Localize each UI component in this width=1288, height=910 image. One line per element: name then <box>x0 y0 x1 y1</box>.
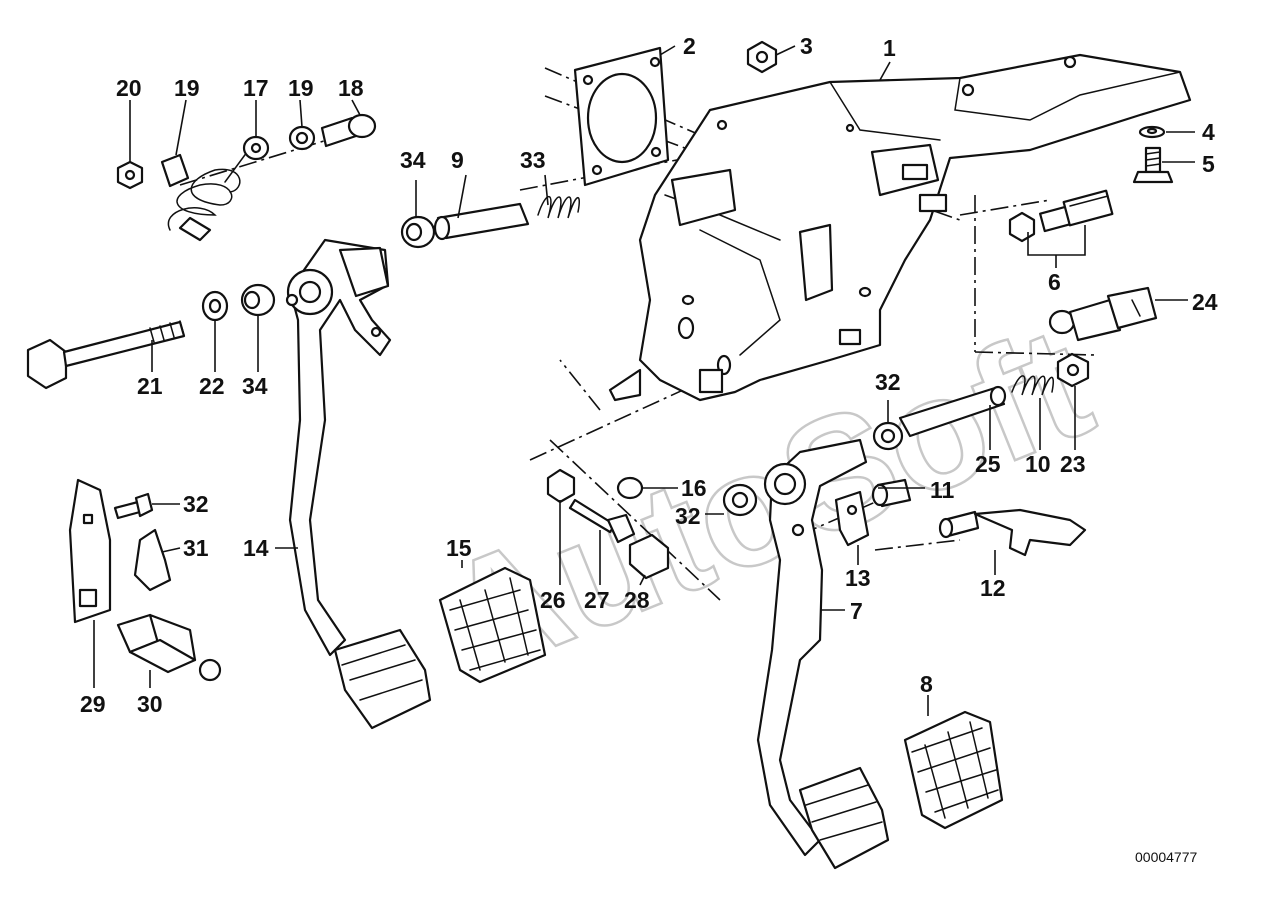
spring-33 <box>537 195 580 219</box>
callout-31: 31 <box>183 535 209 561</box>
callout-3: 3 <box>800 33 813 59</box>
pedal-bracket <box>608 53 1192 402</box>
screw-32 <box>113 492 154 520</box>
bracket-29 <box>68 478 112 624</box>
callout-8: 8 <box>920 671 933 697</box>
document-number: 00004777 <box>1135 849 1198 865</box>
callout-15: 15 <box>446 535 472 561</box>
bolt-5 <box>1132 146 1174 184</box>
tube-9 <box>433 202 530 241</box>
bushing-19-left <box>160 153 190 188</box>
clip-31 <box>133 528 172 592</box>
callout-34-lower: 34 <box>242 373 268 399</box>
callout-29: 29 <box>80 691 106 717</box>
pedal-7 <box>756 438 890 870</box>
callout-25: 25 <box>975 451 1001 477</box>
callout-21: 21 <box>137 373 163 399</box>
nut-26 <box>546 468 576 504</box>
switch-30 <box>116 613 222 682</box>
lever-12 <box>938 508 1087 557</box>
washer-4 <box>1138 125 1166 139</box>
switch-24 <box>1048 286 1158 342</box>
callout-2: 2 <box>683 33 696 59</box>
nut-20 <box>116 160 144 190</box>
leader-lines <box>93 45 1195 716</box>
callout-11: 11 <box>930 477 955 503</box>
callout-26: 26 <box>540 587 566 613</box>
bolt-27 <box>568 498 636 544</box>
washer-22 <box>201 290 229 322</box>
callout-10: 10 <box>1025 451 1051 477</box>
bushing-19-right <box>288 125 316 151</box>
callout-32-middle: 32 <box>675 503 701 529</box>
callout-13: 13 <box>845 565 871 591</box>
pedal-pad-15 <box>438 566 547 684</box>
bushing-34-lower <box>240 283 276 317</box>
callout-34-upper: 34 <box>400 147 426 173</box>
callout-32-left: 32 <box>183 491 209 517</box>
pedal-pad-8 <box>903 710 1004 830</box>
callout-23: 23 <box>1060 451 1086 477</box>
bolt-21 <box>26 320 186 390</box>
gasket-plate <box>573 46 670 187</box>
callout-18: 18 <box>338 75 364 101</box>
cap-28 <box>628 533 670 580</box>
callout-32-right: 32 <box>875 369 901 395</box>
callout-5: 5 <box>1202 151 1215 177</box>
pin-18 <box>320 113 377 148</box>
clip-16 <box>616 476 644 500</box>
callout-labels: 1 2 3 4 5 6 7 8 9 10 11 12 13 14 15 16 1… <box>80 33 1218 717</box>
spring-10 <box>1011 375 1054 396</box>
callout-33: 33 <box>520 147 546 173</box>
pedal-14 <box>285 238 432 730</box>
callout-28: 28 <box>624 587 650 613</box>
callout-30: 30 <box>137 691 163 717</box>
callout-4: 4 <box>1202 119 1215 145</box>
bushing-32-lower <box>722 483 758 517</box>
callout-24: 24 <box>1192 289 1218 315</box>
brake-light-switch-6 <box>1008 189 1114 243</box>
bushing-11 <box>871 478 912 508</box>
over-center-spring-17 <box>167 135 270 242</box>
callout-22: 22 <box>199 373 225 399</box>
callout-9: 9 <box>451 147 464 173</box>
callout-19-right: 19 <box>288 75 314 101</box>
bushing-34-upper <box>400 215 436 249</box>
callout-16: 16 <box>681 475 707 501</box>
callout-19-left: 19 <box>174 75 200 101</box>
callout-1: 1 <box>883 35 896 61</box>
tube-25 <box>898 385 1007 438</box>
callout-27: 27 <box>584 587 610 613</box>
nut-23 <box>1056 352 1090 388</box>
callout-12: 12 <box>980 575 1006 601</box>
clip-13 <box>834 490 870 547</box>
nut-top <box>746 40 778 74</box>
bushing-32-right <box>872 421 904 451</box>
callout-6: 6 <box>1048 269 1061 295</box>
callout-20: 20 <box>116 75 142 101</box>
callout-7: 7 <box>850 598 863 624</box>
callout-17: 17 <box>243 75 269 101</box>
callout-14: 14 <box>243 535 269 561</box>
